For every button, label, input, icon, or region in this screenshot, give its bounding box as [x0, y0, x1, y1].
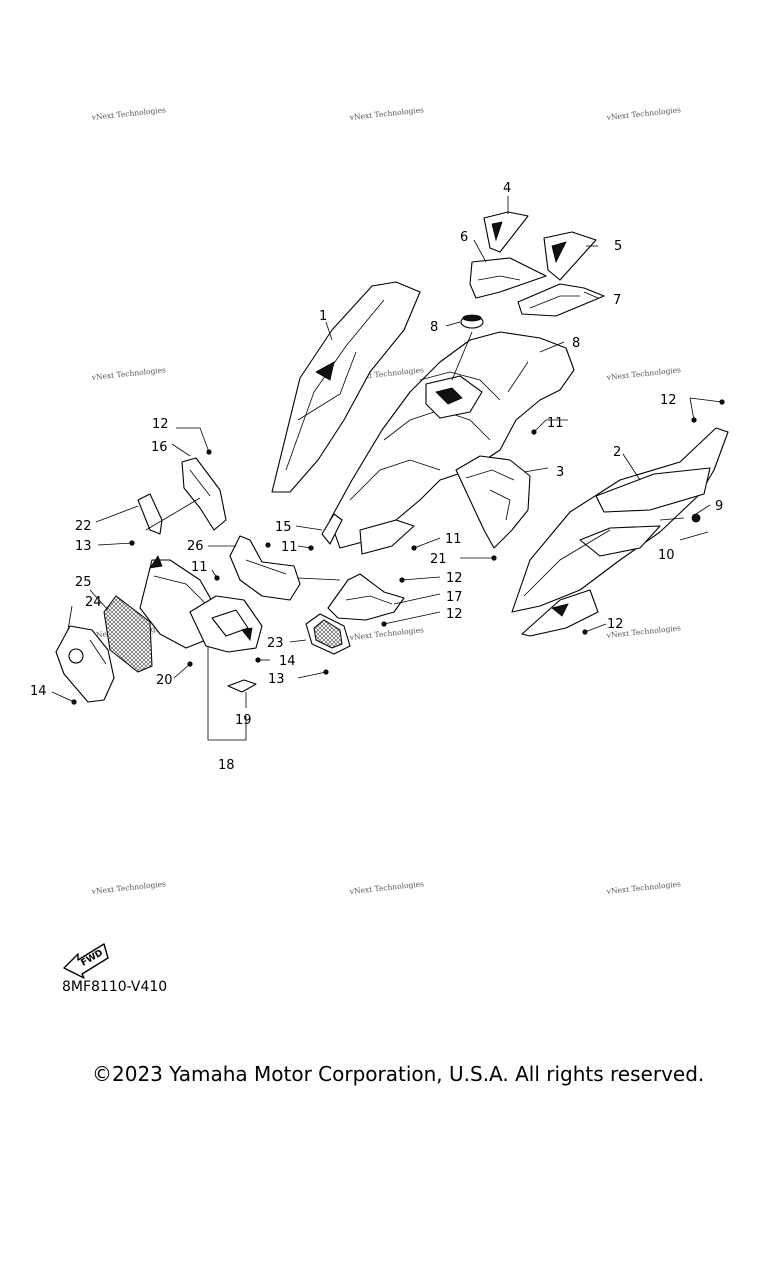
callout-13a: 13 [75, 539, 92, 554]
leader-lines [51, 196, 723, 741]
part-15-drawing [321, 513, 343, 545]
watermark-3: vNext Technologies [605, 105, 681, 122]
callout-21: 21 [430, 552, 447, 567]
callout-1: 1 [319, 309, 327, 324]
callout-24: 24 [85, 595, 102, 610]
watermark-11: vNext Technologies [348, 879, 424, 896]
fwd-arrow-icon: FWD [63, 943, 109, 979]
callout-26: 26 [187, 539, 204, 554]
callout-11d: 11 [191, 560, 208, 575]
part-4-drawing [483, 211, 529, 253]
callout-16: 16 [151, 440, 168, 455]
callout-5: 5 [614, 239, 622, 254]
callout-12b: 12 [152, 417, 169, 432]
watermark-8: vNext Technologies [348, 625, 424, 642]
callout-3: 3 [556, 465, 564, 480]
part-23-drawing [305, 613, 351, 655]
part-3-drawing [455, 455, 531, 549]
main-cowl-drawing [329, 331, 575, 555]
watermark-1: vNext Technologies [90, 105, 166, 122]
part-9-drawing [691, 513, 701, 523]
callout-17: 17 [446, 590, 463, 605]
part-18-drawing [189, 595, 263, 653]
callout-12e: 12 [607, 617, 624, 632]
callout-20: 20 [156, 673, 173, 688]
callout-8b: 8 [572, 336, 580, 351]
part-2-drawing [511, 427, 729, 637]
part-16-drawing [181, 457, 227, 531]
callout-13b: 13 [268, 672, 285, 687]
callout-7: 7 [613, 293, 621, 308]
callout-15: 15 [275, 520, 292, 535]
callout-labels: 4 5 6 7 8 8 1 2 3 9 10 12 11 12 16 22 13… [30, 181, 723, 773]
part-7-drawing [517, 283, 605, 317]
callout-9: 9 [715, 499, 723, 514]
copyright-notice: ©2023 Yamaha Motor Corporation, U.S.A. A… [92, 1062, 705, 1086]
callout-12c: 12 [446, 571, 463, 586]
callout-11a: 11 [547, 416, 564, 431]
part-5-drawing [543, 231, 597, 281]
part-19-drawing [227, 679, 257, 693]
callout-14b: 14 [30, 684, 47, 699]
callout-2: 2 [613, 445, 621, 460]
callout-12a: 12 [660, 393, 677, 408]
callout-22: 22 [75, 519, 92, 534]
watermark-12: vNext Technologies [605, 879, 681, 896]
part-6-drawing [469, 257, 547, 299]
callout-11c: 11 [445, 532, 462, 547]
callout-12d: 12 [446, 607, 463, 622]
callout-23: 23 [267, 636, 284, 651]
callout-25: 25 [75, 575, 92, 590]
part-26-drawing [229, 535, 301, 601]
callout-19: 19 [235, 713, 252, 728]
callout-8a: 8 [430, 320, 438, 335]
watermark-10: vNext Technologies [90, 879, 166, 896]
diagram-code: 8MF8110-V410 [62, 979, 168, 995]
part-8-grommet-a [460, 314, 484, 329]
callout-18: 18 [218, 758, 235, 773]
watermark-4: vNext Technologies [90, 365, 166, 382]
callout-6: 6 [460, 230, 468, 245]
part-14-drawing [55, 625, 115, 703]
callout-4: 4 [503, 181, 511, 196]
callout-11b: 11 [281, 540, 298, 555]
part-1-drawing [271, 281, 421, 493]
part-24-drawing [103, 595, 153, 673]
watermark-2: vNext Technologies [348, 105, 424, 122]
callout-14a: 14 [279, 654, 296, 669]
part-17-drawing [327, 573, 405, 621]
watermark-6: vNext Technologies [605, 365, 681, 382]
callout-10: 10 [658, 548, 675, 563]
